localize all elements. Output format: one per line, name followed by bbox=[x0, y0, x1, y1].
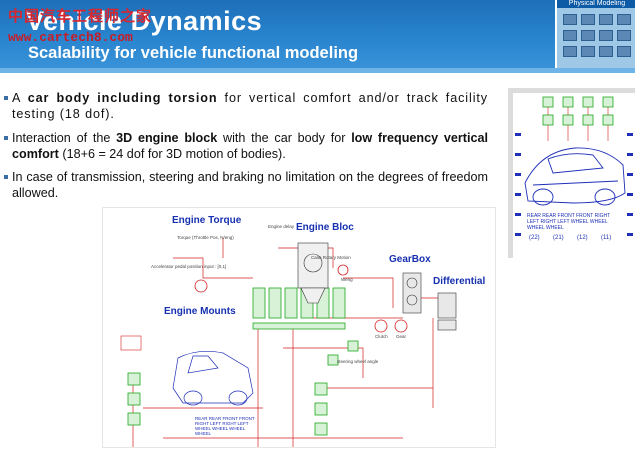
watermark-chinese: 中国汽车工程师之家 bbox=[8, 7, 153, 25]
watermark-url: www.cartech8.com bbox=[8, 30, 133, 45]
thumbnail-block bbox=[617, 14, 631, 25]
bullet-bold-text: low frequency vertical comfort bbox=[12, 130, 488, 161]
parameter-box bbox=[120, 335, 142, 351]
engine-bloc-label: Engine Bloc bbox=[296, 222, 354, 233]
thumbnail-block bbox=[617, 46, 631, 57]
slide-title: Vehicle Dynamics bbox=[26, 6, 263, 36]
gear-label: Gear bbox=[396, 334, 407, 339]
wheel-blocks bbox=[127, 372, 328, 436]
thumbnail-block bbox=[581, 14, 595, 25]
thumbnail-block bbox=[563, 30, 577, 41]
thumbnail-block bbox=[563, 14, 577, 25]
panel-wheel-codes: REAR REAR FRONT FRONT RIGHT LEFT RIGHT L… bbox=[527, 213, 611, 231]
panel-links bbox=[547, 107, 609, 141]
panel-code-12: (12) bbox=[577, 235, 588, 241]
differential-label: Differential bbox=[433, 276, 486, 287]
car-body-sketch bbox=[172, 351, 254, 406]
car-outline bbox=[524, 147, 626, 206]
thumbnail-caption: Physical Modeling bbox=[557, 0, 635, 8]
thumbnail-block bbox=[581, 46, 595, 57]
gearbox-icon bbox=[402, 272, 422, 314]
clutch-gear-sources bbox=[194, 264, 408, 333]
gearbox-label: GearBox bbox=[389, 254, 431, 265]
vehicle-model-diagram: Engine Torque Engine Bloc GearBox Differ… bbox=[102, 207, 496, 448]
clutch-label: Clutch bbox=[375, 334, 388, 339]
wheel-codes-label: REAR REAR FRONT FRONT RIGHT LEFT RIGHT L… bbox=[195, 416, 255, 436]
panel-code-22: (22) bbox=[529, 235, 540, 241]
bullet-text: Interaction of the bbox=[12, 130, 117, 145]
thumbnail-block bbox=[599, 30, 613, 41]
bullet-text: In case of transmission, steering and br… bbox=[12, 170, 488, 201]
engine-torque-label: Engine Torque bbox=[172, 215, 242, 226]
bullet-marker bbox=[4, 175, 8, 180]
engine-block-icon bbox=[297, 242, 329, 304]
car-body-model-panel: REAR REAR FRONT FRONT RIGHT LEFT RIGHT L… bbox=[508, 88, 635, 258]
bullet-item: A car body including torsion for vertica… bbox=[4, 90, 488, 123]
panel-ports bbox=[515, 133, 633, 236]
differential-icon bbox=[437, 292, 457, 331]
bullet-item: In case of transmission, steering and br… bbox=[4, 169, 488, 202]
thumbnail-block bbox=[563, 46, 577, 57]
panel-code-11: (11) bbox=[601, 235, 612, 241]
bullet-text: for vertical comfort and/or track facili… bbox=[12, 91, 488, 122]
bullet-bold-text: car body including torsion bbox=[27, 91, 218, 105]
bullet-list: A car body including torsion for vertica… bbox=[4, 90, 488, 209]
bullet-marker bbox=[4, 96, 8, 100]
car-body-schematic bbox=[515, 96, 633, 236]
suspension-blocks bbox=[542, 96, 614, 126]
panel-code-21: (21) bbox=[553, 235, 564, 241]
header-stripe bbox=[0, 68, 635, 73]
thumbnail-block bbox=[581, 30, 595, 41]
slide-subtitle: Scalability for vehicle functional model… bbox=[28, 44, 359, 62]
slide-header: Vehicle Dynamics Scalability for vehicle… bbox=[0, 0, 635, 73]
bullet-text: A bbox=[12, 91, 28, 105]
physical-modeling-thumbnail: Physical Modeling bbox=[555, 0, 635, 68]
steering-blocks bbox=[327, 340, 359, 366]
bullet-text: with the car body for bbox=[217, 130, 352, 145]
engine-mount-blocks bbox=[252, 287, 346, 330]
engine-delay-label: Engine delay bbox=[268, 224, 295, 229]
weng-label: Weng bbox=[341, 277, 353, 282]
thumbnail-block bbox=[599, 46, 613, 57]
bullet-text: (18+6 = 24 dof for 3D motion of bodies). bbox=[58, 146, 286, 161]
engine-mounts-label: Engine Mounts bbox=[164, 306, 236, 317]
torque-map-label: Torque (Throttle Pos, N/eng) bbox=[177, 235, 234, 240]
bullet-bold-text: 3D engine block bbox=[116, 130, 218, 145]
signal-links bbox=[132, 238, 443, 447]
case-rotation-label: Case Rotary Motion bbox=[311, 255, 351, 260]
bullet-item: Interaction of the 3D engine block with … bbox=[4, 130, 488, 163]
thumbnail-block bbox=[599, 14, 613, 25]
car-body-model-canvas: REAR REAR FRONT FRONT RIGHT LEFT RIGHT L… bbox=[513, 93, 635, 258]
bullet-marker bbox=[4, 135, 8, 140]
thumbnail-block bbox=[617, 30, 631, 41]
steering-angle-label: steering wheel angle bbox=[337, 359, 379, 364]
model-schematic bbox=[120, 238, 457, 447]
accelerator-input-label: Accelerator pedal position input : [0,1] bbox=[151, 264, 227, 269]
